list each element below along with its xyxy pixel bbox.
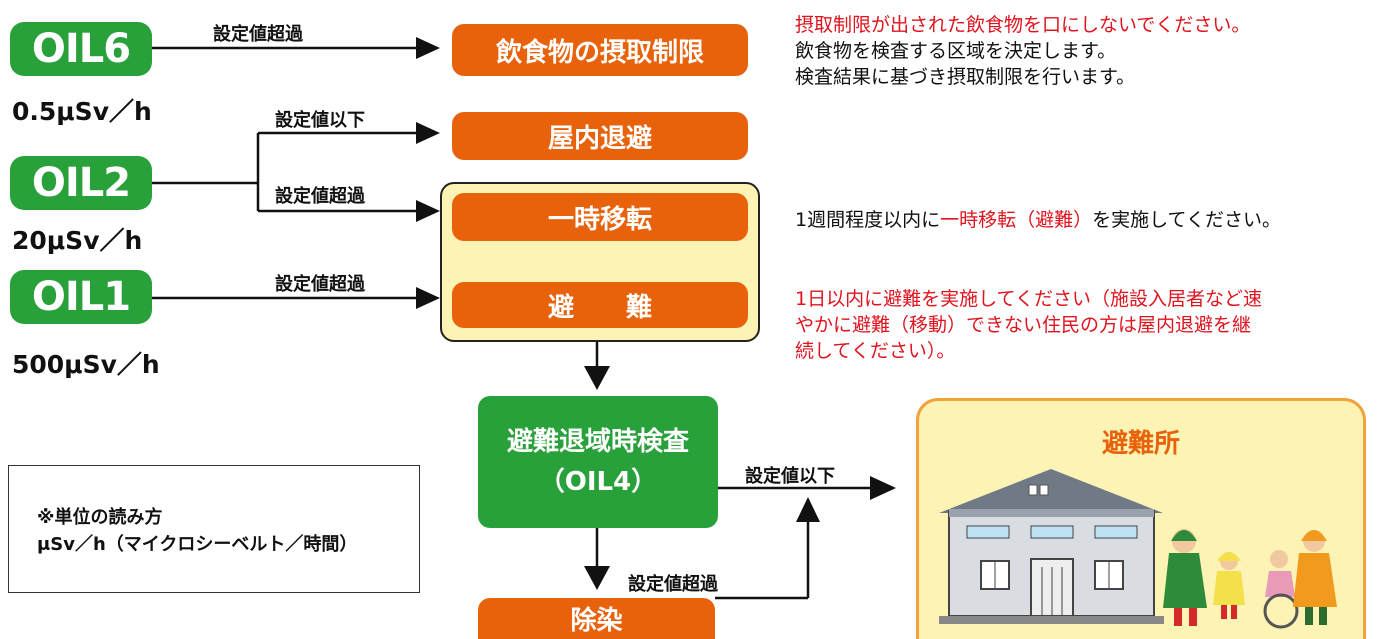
decontamination-box: 除染 <box>478 598 715 639</box>
inspection-above-label: 設定値超過 <box>628 574 718 595</box>
food-note-line2: 飲食物を検査する区域を決定します。 <box>795 40 1117 62</box>
unit-note-title: ※単位の読み方 <box>37 507 163 528</box>
oil1-arrow-label: 設定値超過 <box>275 274 365 295</box>
evacuation-note: 1日以内に避難を実施してください（施設入居者など速 やかに避難（移動）できない住… <box>795 286 1375 364</box>
relocation-note-prefix: 1週間程度以内に <box>795 209 941 231</box>
inspection-below-label: 設定値以下 <box>745 466 835 487</box>
food-note: 摂取制限が出された飲食物を口にしないでください。 飲食物を検査する区域を決定しま… <box>795 12 1380 90</box>
unit-note-box: ※単位の読み方 μSv／h（マイクロシーベルト／時間） <box>8 465 420 593</box>
oil6-box: OIL6 <box>10 22 152 76</box>
oil6-arrow-label: 設定値超過 <box>213 24 303 45</box>
relocation-note-highlight: 一時移転（避難） <box>940 209 1093 231</box>
oil2-above-label: 設定値超過 <box>275 186 365 207</box>
evacuation-note-line2: やかに避難（移動）できない住民の方は屋内退避を継 <box>795 314 1252 336</box>
inspection-box: 避難退域時検査 （OIL4） <box>478 396 718 528</box>
inspection-oil4: （OIL4） <box>538 467 658 497</box>
oil2-below-label: 設定値以下 <box>275 110 365 131</box>
relocation-note-suffix: を実施してください。 <box>1092 209 1281 231</box>
food-note-line1: 摂取制限が出された飲食物を口にしないでください。 <box>795 14 1251 36</box>
evacuation-note-line3: 続してください）。 <box>795 340 956 362</box>
relocation-note: 1週間程度以内に一時移転（避難）を実施してください。 <box>795 207 1281 233</box>
shelter-title: 避難所 <box>1101 429 1180 459</box>
oil2-rate: 20μSv／h <box>12 226 143 255</box>
indoor-shelter-box: 屋内退避 <box>452 112 748 160</box>
evacuation-box: 避 難 <box>452 282 748 328</box>
food-note-line3: 検査結果に基づき摂取制限を行います。 <box>795 66 1136 88</box>
shelter-illustration <box>939 469 1337 629</box>
temporary-relocation-box: 一時移転 <box>452 193 748 241</box>
oil2-box: OIL2 <box>10 156 152 210</box>
unit-note-text: μSv／h（マイクロシーベルト／時間） <box>37 534 358 555</box>
food-restriction-box: 飲食物の摂取制限 <box>452 24 748 76</box>
inspection-title: 避難退域時検査 <box>506 427 689 457</box>
oil6-rate: 0.5μSv／h <box>12 97 152 126</box>
oil1-box: OIL1 <box>10 270 152 324</box>
oil1-rate: 500μSv／h <box>12 350 160 379</box>
shelter-panel: 避難所 <box>916 398 1366 639</box>
evacuation-note-line1: 1日以内に避難を実施してください（施設入居者など速 <box>795 288 1262 310</box>
